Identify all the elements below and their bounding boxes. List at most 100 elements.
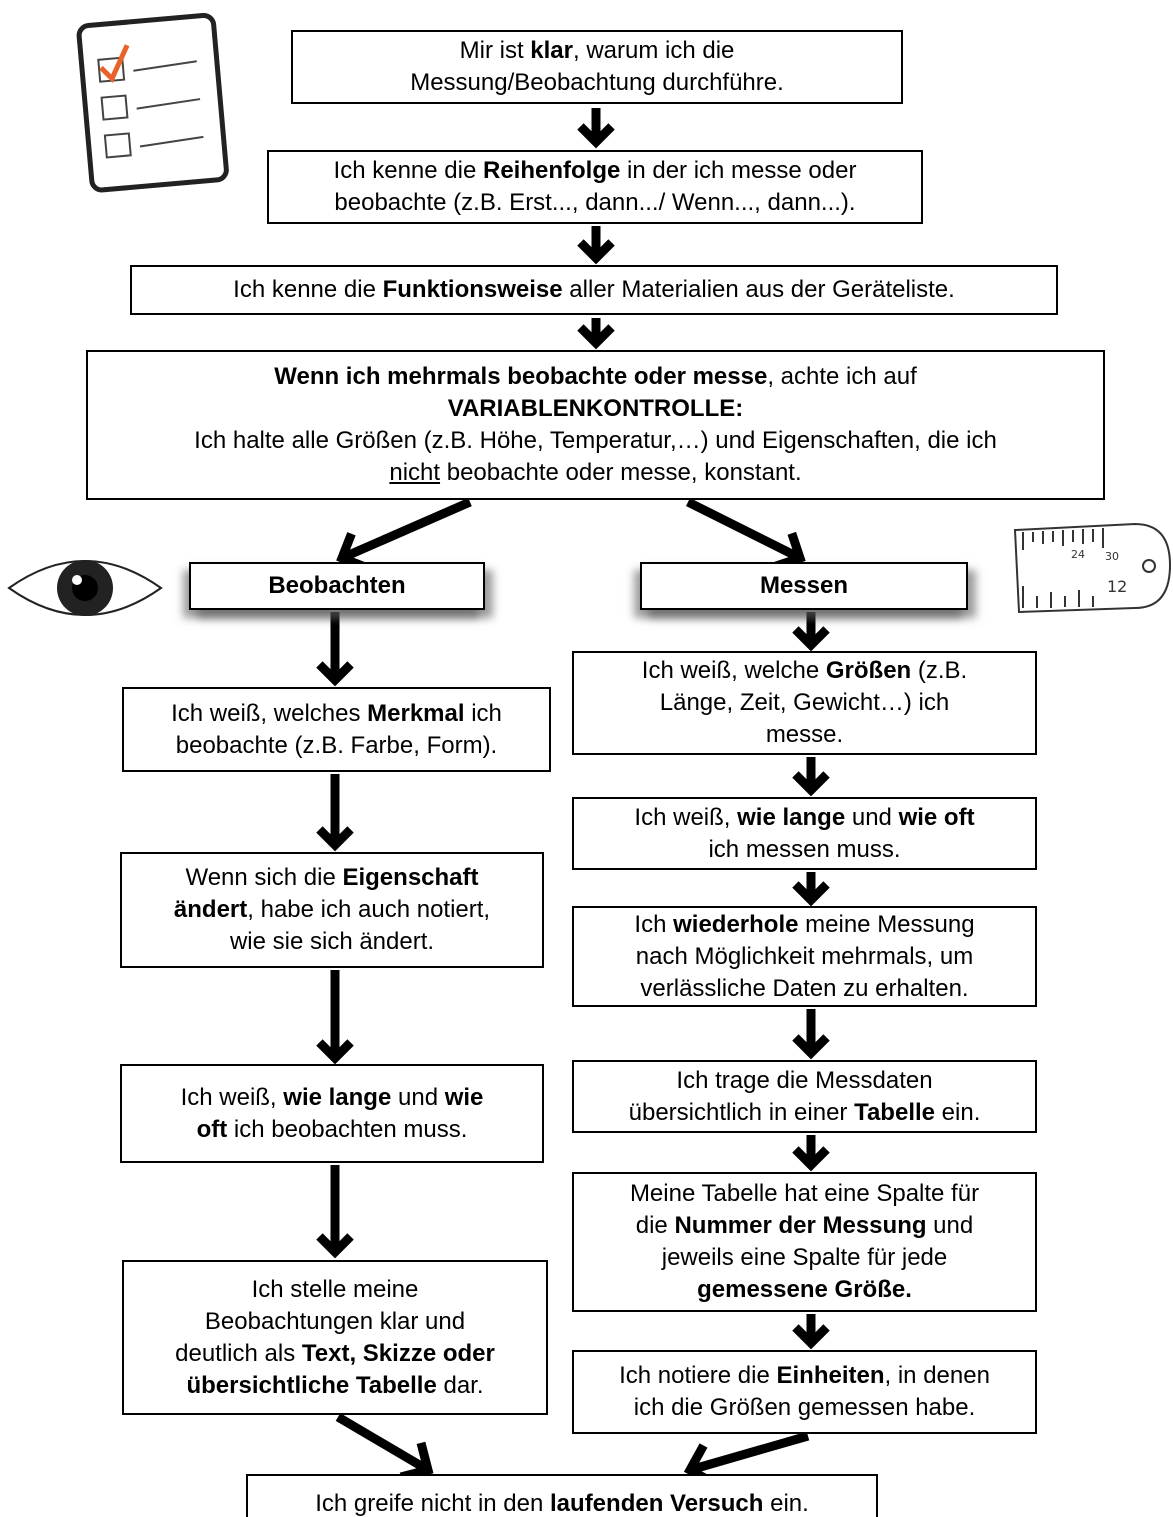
bold-text: oft [196,1115,228,1143]
bold-text: gemessene Größe. [697,1276,912,1303]
bold-text: wie lange [737,803,846,831]
text-line: Ich weiß, wie lange und wie [181,1082,484,1114]
text-segment: ein. [935,1098,981,1126]
messen-table-box: Ich trage die Messdaten übersichtlich in … [572,1060,1037,1133]
arrow-m-1 [792,757,830,797]
text-line: jeweils eine Spalte für jede [662,1242,948,1274]
text-line: Messen [760,570,848,602]
bold-text: Einheiten [776,1362,885,1389]
text-segment: nach Möglichkeit mehrmals, um [635,942,974,970]
text-segment: wie sie sich ändert. [229,928,435,955]
text-line: Mir ist klar, warum ich die [460,35,735,67]
text-segment: übersichtlich in einer [628,1098,855,1126]
text-segment: beobachte (z.B. Farbe, Form). [175,731,498,759]
underlined-text: nicht [389,459,441,486]
text-line: deutlich als Text, Skizze oder [175,1338,495,1370]
text-segment: Ich weiß, [180,1083,284,1111]
text-segment: ich messen muss. [708,835,901,863]
bold-text: Tabelle [854,1098,935,1126]
bold-text: VARIABLENKONTROLLE: [447,395,744,422]
messen-columns-box: Meine Tabelle hat eine Spalte für die Num… [572,1172,1037,1312]
arrow-1-2 [577,108,615,149]
text-segment: in der ich messe oder [620,157,857,184]
text-segment: Wenn sich die [185,864,343,891]
bold-text: Größen [825,657,912,684]
text-segment: und [926,1212,974,1239]
messen-quantities-box: Ich weiß, welche Größen (z.B.Länge, Zeit… [572,651,1037,755]
text-segment: Ich greife nicht in den [315,1490,551,1517]
text-segment: aller Materialien aus der Geräteliste. [562,276,955,303]
text-line: wie sie sich ändert. [230,926,434,958]
text-line: VARIABLENKONTROLLE: [448,393,744,425]
arrow-m-5 [792,1314,830,1350]
bold-text: Nummer der Messung [674,1212,927,1239]
checklist-icon [76,12,229,193]
text-line: oft ich beobachten muss. [197,1114,468,1146]
bold-text: wiederhole [673,910,799,938]
text-segment: Ich trage die Messdaten [676,1066,933,1094]
text-segment: Messung/Beobachtung durchführe. [410,69,784,96]
ruler-label-2: 30 [1105,550,1119,563]
variable-control-box: Wenn ich mehrmals beobachte oder messe, … [86,350,1105,500]
text-line: Ich wiederhole meine Messung [634,909,974,941]
text-line: Messung/Beobachtung durchführe. [410,67,784,99]
text-segment: und [391,1083,445,1111]
text-segment: (z.B. [911,657,968,684]
text-segment: ich die Größen gemessen habe. [633,1394,976,1421]
text-line: Ich halte alle Größen (z.B. Höhe, Temper… [194,425,997,457]
bold-text: Merkmal [367,699,465,727]
arrow-m-2 [792,872,830,907]
bold-text: wie lange [283,1083,392,1111]
text-segment: meine Messung [798,910,975,938]
text-segment: Ich weiß, [634,803,738,831]
bold-text: Funktionsweise [382,276,563,303]
text-line: Meine Tabelle hat eine Spalte für [630,1178,979,1210]
text-line: nicht beobachte oder messe, konstant. [389,457,801,489]
text-segment: , in denen [884,1362,990,1389]
arrow-m-4 [792,1135,830,1172]
text-line: nach Möglichkeit mehrmals, um [636,941,973,973]
text-line: übersichtliche Tabelle dar. [186,1370,483,1402]
step-materials-box: Ich kenne die Funktionsweise aller Mater… [130,265,1058,315]
text-segment: Länge, Zeit, Gewicht…) ich [659,689,950,716]
text-segment: Ich weiß, welches [171,699,368,727]
text-line: die Nummer der Messung und [636,1210,973,1242]
text-segment: Beobachtungen klar und [204,1307,466,1335]
arrow-b-2 [316,970,354,1065]
messen-header: Messen [640,562,968,610]
text-segment: , warum ich die [572,37,735,64]
ruler-label-1: 24 [1071,548,1085,561]
text-line: verlässliche Daten zu erhalten. [640,973,968,1005]
bold-text: Messen [759,572,849,599]
text-line: Ich trage die Messdaten [676,1065,932,1097]
text-segment: Ich kenne die [233,276,383,303]
arrow-to-messen [685,497,806,571]
text-segment: , habe ich auch notiert, [247,896,491,923]
text-line: Wenn sich die Eigenschaft [185,862,478,894]
arrow-b-final [335,1413,434,1482]
beobachten-header: Beobachten [189,562,485,610]
text-segment: Meine Tabelle hat eine Spalte für [629,1180,980,1207]
ruler-icon: 24 30 12 [1013,522,1172,614]
text-segment: dar. [436,1371,484,1399]
arrow-b-3 [316,1165,354,1259]
text-line: gemessene Größe. [697,1274,912,1306]
text-line: beobachte (z.B. Erst..., dann.../ Wenn..… [334,187,855,219]
bold-text: ändert [173,896,248,923]
text-segment: und [845,803,899,831]
text-segment: die [635,1212,675,1239]
text-line: ich die Größen gemessen habe. [634,1392,976,1424]
bold-text: übersichtliche Tabelle [186,1371,437,1399]
text-segment: deutlich als [175,1339,302,1367]
bold-text: Text, Skizze oder [301,1339,495,1367]
text-line: Ich notiere die Einheiten, in denen [619,1360,990,1392]
text-segment: ich [464,699,502,727]
text-line: Ich greife nicht in den laufenden Versuc… [315,1488,809,1517]
text-line: Beobachtungen klar und [205,1306,465,1338]
